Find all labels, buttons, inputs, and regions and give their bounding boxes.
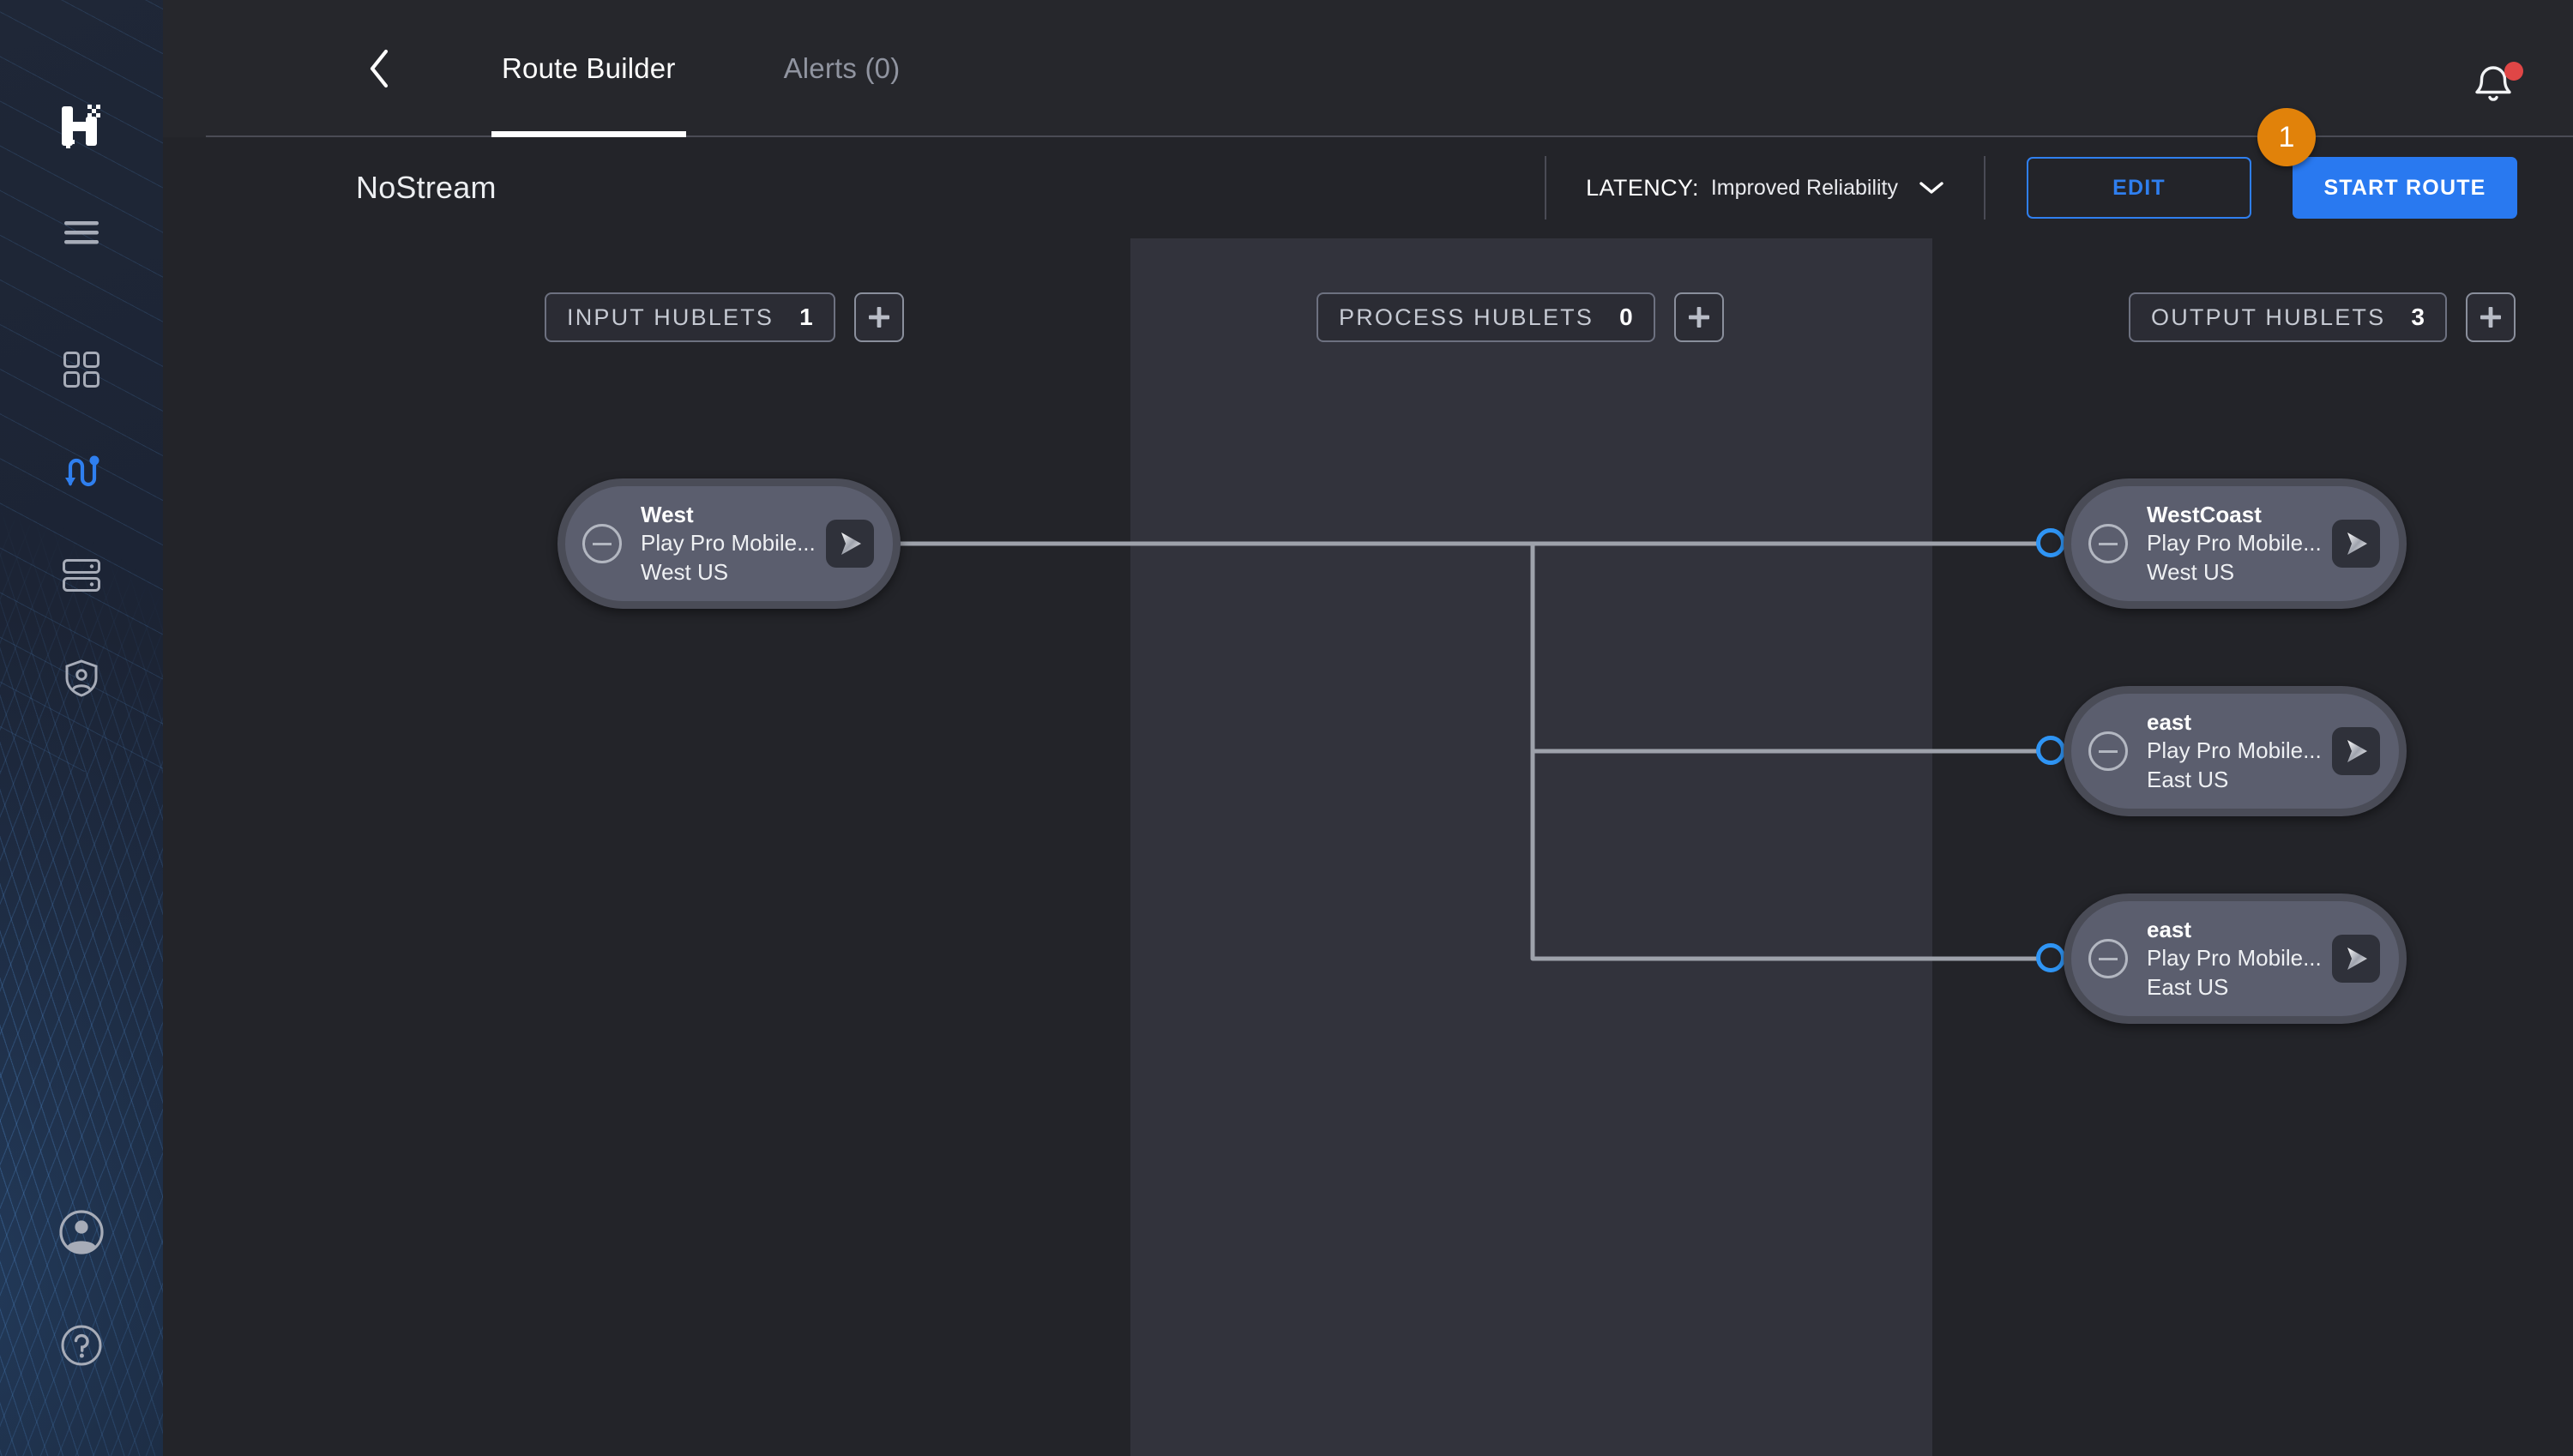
hublet-region: West US (641, 558, 729, 585)
remove-hublet-icon[interactable] (582, 524, 622, 563)
edit-button[interactable]: EDIT (2027, 157, 2251, 219)
bell-icon (2475, 66, 2511, 101)
play-icon[interactable] (2332, 520, 2380, 568)
shield-icon (65, 659, 98, 697)
hublet-subtitle: Play Pro Mobile... (2147, 530, 2322, 557)
servers-icon (63, 559, 100, 592)
tab-list: Route Builder Alerts (0) (491, 0, 910, 137)
add-process-hublet-button[interactable] (1673, 292, 1724, 342)
hublet-region: East US (2147, 766, 2229, 792)
top-tab-bar: Route Builder Alerts (0) (163, 0, 2573, 137)
remove-hublet-icon[interactable] (2088, 731, 2128, 771)
process-hublets-label: PROCESS HUBLETS (1339, 304, 1594, 330)
tab-route-builder-label: Route Builder (502, 52, 676, 84)
remove-hublet-icon[interactable] (2088, 524, 2128, 563)
sidebar-item-security[interactable] (50, 647, 113, 710)
chevron-down-icon (1919, 180, 1944, 196)
main-area: Route Builder Alerts (0) NoStream LATE (163, 0, 2573, 1456)
hublet-subtitle: Play Pro Mobile... (2147, 737, 2322, 764)
port-output-westcoast-in[interactable] (2036, 528, 2065, 557)
sidebar-item-apps[interactable] (50, 338, 113, 401)
lane-header-row: INPUT HUBLETS 1 PROCESS HUBLETS 0 (163, 238, 2573, 350)
lane-header-process: PROCESS HUBLETS 0 (1317, 292, 1724, 342)
sidebar-item-servers[interactable] (50, 544, 113, 607)
toolbar-divider-right (1984, 156, 1985, 220)
process-lane-background (1130, 238, 1932, 1456)
latency-label: LATENCY: (1586, 174, 1699, 201)
port-output-east1-in[interactable] (2036, 736, 2065, 765)
output-hublets-count: 3 (2411, 304, 2425, 330)
menu-icon (64, 221, 99, 244)
chevron-left-icon (370, 49, 389, 88)
output-hublets-chip[interactable]: OUTPUT HUBLETS 3 (2129, 292, 2447, 342)
route-toolbar: NoStream LATENCY: Improved Reliability E… (163, 137, 2573, 238)
start-route-button[interactable]: START ROUTE (2293, 157, 2517, 219)
tab-route-builder[interactable]: Route Builder (491, 0, 686, 137)
add-input-hublet-button[interactable] (853, 292, 904, 342)
step-badge: 1 (2257, 108, 2316, 166)
hublet-title: West (641, 502, 694, 528)
process-hublets-count: 0 (1619, 304, 1633, 330)
hublet-node-input-west[interactable]: West Play Pro Mobile... West US (557, 478, 901, 609)
sidebar (0, 0, 163, 1456)
tab-alerts[interactable]: Alerts (0) (774, 0, 911, 137)
hublet-node-text: east Play Pro Mobile... East US (2147, 916, 2332, 1001)
lane-header-input: INPUT HUBLETS 1 (545, 292, 904, 342)
sidebar-item-menu[interactable] (50, 201, 113, 264)
latency-value: Improved Reliability (1710, 175, 1898, 200)
remove-hublet-icon[interactable] (2088, 939, 2128, 978)
input-hublets-label: INPUT HUBLETS (567, 304, 774, 330)
app-logo[interactable] (55, 99, 108, 153)
tab-alerts-label: Alerts (0) (783, 52, 901, 84)
back-button[interactable] (356, 45, 402, 92)
play-icon[interactable] (2332, 727, 2380, 775)
sidebar-item-account[interactable] (50, 1200, 113, 1264)
route-canvas: INPUT HUBLETS 1 PROCESS HUBLETS 0 (163, 238, 2573, 1456)
hublet-subtitle: Play Pro Mobile... (641, 530, 816, 557)
hublet-node-output-east-1[interactable]: east Play Pro Mobile... East US (2064, 686, 2407, 816)
hublet-title: east (2147, 709, 2192, 736)
hublet-title: east (2147, 917, 2192, 943)
output-hublets-label: OUTPUT HUBLETS (2151, 304, 2386, 330)
input-hublets-chip[interactable]: INPUT HUBLETS 1 (545, 292, 835, 342)
hublet-node-text: West Play Pro Mobile... West US (641, 501, 826, 586)
hublet-title: WestCoast (2147, 502, 2262, 528)
account-icon (59, 1210, 104, 1254)
plus-icon (868, 307, 889, 328)
play-icon[interactable] (2332, 935, 2380, 983)
add-output-hublet-button[interactable] (2465, 292, 2516, 342)
notifications-button[interactable] (2469, 62, 2517, 110)
hublet-node-output-westcoast[interactable]: WestCoast Play Pro Mobile... West US (2064, 478, 2407, 609)
latency-dropdown[interactable]: LATENCY: Improved Reliability (1586, 175, 1944, 202)
plus-icon (2480, 307, 2501, 328)
hublet-node-text: WestCoast Play Pro Mobile... West US (2147, 501, 2332, 586)
input-hublets-count: 1 (799, 304, 813, 330)
help-icon (61, 1325, 102, 1366)
toolbar-divider-left (1545, 156, 1547, 220)
play-icon[interactable] (826, 520, 874, 568)
plus-icon (1688, 307, 1709, 328)
sidebar-item-help[interactable] (50, 1314, 113, 1377)
route-name: NoStream (356, 170, 497, 205)
lane-header-output: OUTPUT HUBLETS 3 (2129, 292, 2516, 342)
port-output-east2-in[interactable] (2036, 943, 2065, 972)
hublet-node-output-east-2[interactable]: east Play Pro Mobile... East US (2064, 893, 2407, 1024)
hublet-region: East US (2147, 973, 2229, 1000)
process-hublets-chip[interactable]: PROCESS HUBLETS 0 (1317, 292, 1655, 342)
notification-badge-dot (2504, 62, 2523, 81)
sidebar-item-routes[interactable] (50, 441, 113, 504)
hublet-node-text: east Play Pro Mobile... East US (2147, 708, 2332, 793)
routes-icon (65, 455, 99, 487)
hublet-region: West US (2147, 558, 2235, 585)
apps-icon (63, 352, 99, 388)
hublet-subtitle: Play Pro Mobile... (2147, 945, 2322, 972)
